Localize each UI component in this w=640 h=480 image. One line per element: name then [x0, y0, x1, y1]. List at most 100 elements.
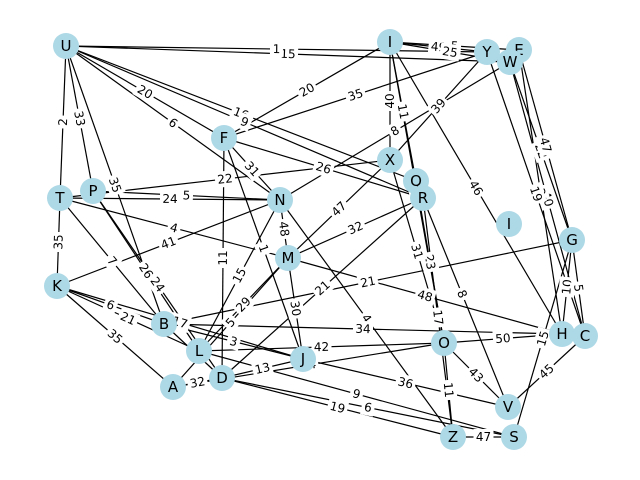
edge-label-W-I: 25	[438, 42, 462, 62]
edge-weight-label: 41	[159, 234, 178, 253]
node-circle	[53, 33, 79, 59]
edge-label-background	[452, 284, 472, 304]
node-label: R	[418, 189, 428, 207]
edge-label-background	[54, 115, 72, 129]
edge-label-background	[382, 91, 398, 111]
edge-label-background	[274, 218, 294, 240]
node-circle	[44, 273, 70, 299]
edge-label-J-V: 36	[393, 372, 418, 394]
node-label: V	[503, 398, 514, 416]
edge-weight-label: 21	[359, 274, 377, 291]
node-label: E	[514, 41, 523, 59]
edge-weight-label: 35	[105, 326, 126, 347]
node-circle	[497, 49, 523, 75]
edge-label-background	[439, 379, 458, 401]
edge-label-background	[473, 429, 494, 445]
edge-weight-label: 26	[314, 159, 333, 177]
edge-weight-label: 6	[105, 297, 117, 313]
edge-label-background	[101, 250, 123, 272]
edge-label-background	[69, 107, 90, 130]
edge-label-background	[492, 329, 514, 348]
edge-weight-label: 13	[253, 360, 271, 377]
edge-label-background	[102, 323, 128, 350]
edge-weight-label: 19	[328, 399, 346, 416]
edge-label-background	[343, 84, 368, 106]
edge-label-background	[525, 181, 547, 207]
edge-weight-label: 33	[71, 110, 88, 128]
edge-label-N-L: 15	[227, 262, 252, 289]
edge-label-K-A: 35	[102, 323, 128, 350]
edge-label-W-N: 8	[385, 120, 405, 142]
edge-weight-label: 9	[351, 386, 362, 402]
node-circle	[572, 323, 598, 349]
node-label: Q	[410, 172, 422, 190]
edge-label-B-G: 21	[356, 272, 380, 292]
edge-weight-label: 3	[228, 334, 239, 349]
node-circle	[151, 311, 177, 337]
edge-label-background	[348, 384, 365, 404]
node-label: U	[61, 37, 72, 55]
edge-label-background	[156, 231, 181, 255]
edge-label-background	[214, 247, 232, 269]
node-label: S	[509, 428, 519, 446]
edge-weight-label: 24	[162, 192, 177, 206]
edge-weight-label: 25	[441, 44, 458, 60]
node-circle	[211, 125, 237, 151]
edge-weight-label: 5	[571, 283, 586, 292]
edge-label-background	[425, 93, 452, 119]
edge-label-X-O: 31	[406, 239, 428, 264]
edge-label-background	[101, 295, 120, 315]
edge-label-R-Z: 17	[428, 306, 448, 329]
edge-label-D-Z: 19	[325, 397, 350, 418]
edge-weight-label: 1	[273, 42, 281, 56]
edge-weight-label: 35	[346, 86, 365, 104]
edge-label-background	[230, 291, 257, 318]
edge-label-background	[50, 231, 67, 253]
node-circle	[431, 330, 457, 356]
node-circle	[495, 394, 521, 420]
edge-label-background	[406, 239, 428, 264]
edge-label-U-N: 6	[163, 112, 183, 134]
edge-label-A-M: 5	[220, 312, 241, 333]
node-label: M	[282, 249, 295, 267]
edge-label-C-G: 5	[569, 280, 588, 296]
edge-weight-label: 19	[527, 184, 545, 203]
edge-label-background	[225, 332, 242, 351]
edge-weight-label: 17	[430, 309, 446, 326]
edge-label-Q-V: 8	[452, 284, 472, 304]
edge-label-background	[393, 100, 413, 123]
node-I: I	[496, 211, 522, 237]
node-label: N	[274, 191, 285, 209]
edge-weight-label: 20	[135, 82, 155, 102]
edge-label-background	[326, 196, 352, 222]
node-J: J	[290, 346, 316, 372]
edge-label-background	[413, 285, 437, 307]
edge-label-background	[250, 358, 275, 379]
edge-label-U-B: 35	[104, 172, 126, 198]
edge-label-K-N: 41	[156, 231, 181, 255]
node-label: W	[503, 53, 518, 71]
node-H: H	[549, 321, 575, 347]
edge-label-background	[186, 372, 209, 393]
node-circle	[47, 185, 73, 211]
edge-label-background	[311, 338, 332, 356]
edge-weight-label: 35	[51, 234, 66, 250]
node-label: H	[556, 325, 567, 343]
node-label: I	[388, 33, 392, 51]
node-circle	[440, 424, 466, 450]
edge-label-N-M: 48	[274, 218, 294, 240]
node-circle	[275, 245, 301, 271]
edge-label-background	[385, 120, 405, 142]
edge-label-background	[311, 157, 336, 179]
node-P: P	[80, 178, 106, 204]
edge-label-Z-S: 47	[473, 429, 494, 445]
edge-label-B-J: 3	[225, 332, 242, 351]
edge-label-X-M: 47	[326, 196, 352, 222]
edge-label-background	[269, 40, 284, 58]
edge-weight-label: 31	[408, 242, 426, 261]
edge-label-U-R: 9	[235, 112, 254, 132]
node-Y: Y	[474, 39, 500, 65]
edge-label-background	[533, 358, 560, 385]
edge-label-F-D: 11	[214, 247, 232, 269]
